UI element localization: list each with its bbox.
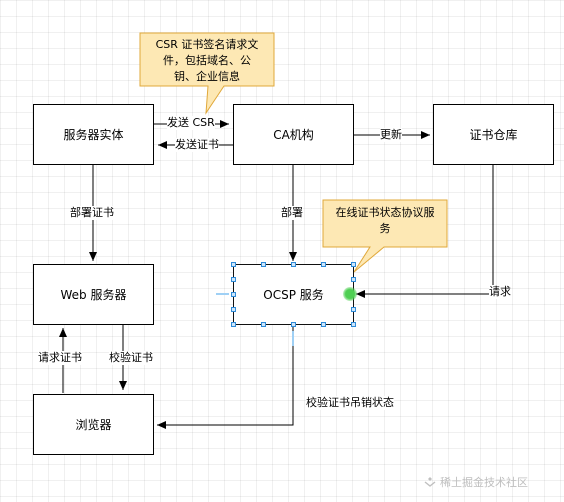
watermark: 稀土掘金技术社区 <box>424 474 528 490</box>
node-ca-label: CA机构 <box>273 128 314 142</box>
edge-label-deploy-cert: 部署证书 <box>70 206 114 220</box>
callout-csr-line-1: CSR 证书签名请求文 <box>155 38 259 51</box>
node-server-entity[interactable]: 服务器实体 <box>33 104 154 165</box>
callout-ocsp-line-2: 务 <box>379 222 391 235</box>
node-browser[interactable]: 浏览器 <box>33 394 154 455</box>
selection-handle-br[interactable] <box>351 322 356 327</box>
juejin-logo-icon <box>424 477 436 487</box>
edge-verify-revocation[interactable] <box>157 325 294 429</box>
node-ocsp-label: OCSP 服务 <box>263 288 324 302</box>
watermark-text: 稀土掘金技术社区 <box>440 476 528 489</box>
edge-label-update: 更新 <box>380 128 402 142</box>
selection-handle-b3[interactable] <box>321 322 326 327</box>
callout-ocsp-shape[interactable] <box>322 199 448 273</box>
callout-ocsp-text: 在线证书状态协议服 务 <box>325 205 445 237</box>
selection-handle-b1[interactable] <box>261 322 266 327</box>
selection-handle-r1[interactable] <box>351 277 356 282</box>
edge-label-send-cert: 发送证书 <box>175 138 219 152</box>
selection-handle-l1[interactable] <box>231 277 236 282</box>
callout-csr-text: CSR 证书签名请求文 件，包括域名、公 钥、企业信息 <box>142 37 272 85</box>
selection-handle-t3[interactable] <box>321 262 326 267</box>
callout-csr-shape[interactable] <box>139 32 275 115</box>
callout-csr-line-2: 件，包括域名、公 <box>163 54 251 67</box>
selection-handle-b2[interactable] <box>291 322 296 327</box>
edge-label-request-cert: 请求证书 <box>38 351 82 365</box>
node-browser-label: 浏览器 <box>75 418 112 432</box>
node-cert-repo-label: 证书仓库 <box>469 128 518 142</box>
edge-label-deploy: 部署 <box>281 206 303 220</box>
selection-handle-t2[interactable] <box>291 262 296 267</box>
selection-handle-r3[interactable] <box>351 307 356 312</box>
edge-label-request: 请求 <box>489 285 511 299</box>
node-server-entity-label: 服务器实体 <box>63 128 124 142</box>
node-ca[interactable]: CA机构 <box>233 104 354 165</box>
connection-point[interactable] <box>343 287 357 301</box>
selection-handle-tr[interactable] <box>351 262 356 267</box>
node-ocsp[interactable]: OCSP 服务 <box>233 264 354 325</box>
edge-label-verify-revocation: 校验证书吊销状态 <box>306 396 394 410</box>
edge-label-verify-cert: 校验证书 <box>109 351 153 365</box>
node-cert-repo[interactable]: 证书仓库 <box>433 104 554 165</box>
edge-label-send-csr: 发送 CSR <box>167 116 215 130</box>
selection-handle-l3[interactable] <box>231 307 236 312</box>
selection-handle-bl[interactable] <box>231 322 236 327</box>
callout-csr-line-3: 钥、企业信息 <box>174 70 240 83</box>
callout-ocsp-line-1: 在线证书状态协议服 <box>335 206 435 219</box>
selection-handle-tl[interactable] <box>231 262 236 267</box>
selection-handle-t1[interactable] <box>261 262 266 267</box>
selection-handle-l2[interactable] <box>231 292 236 297</box>
node-web-server[interactable]: Web 服务器 <box>33 264 154 325</box>
node-web-server-label: Web 服务器 <box>60 288 127 302</box>
